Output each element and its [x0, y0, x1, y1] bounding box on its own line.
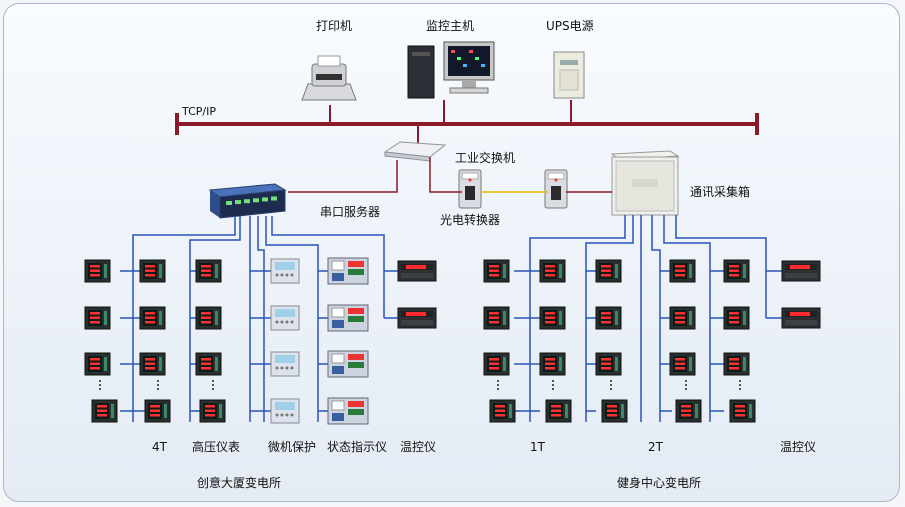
switch-links — [288, 157, 612, 193]
industrial-switch-icon — [383, 141, 447, 162]
status-indicator — [327, 397, 369, 425]
left-meter — [84, 306, 111, 330]
right-meter — [483, 306, 510, 330]
comm-box-icon — [610, 150, 680, 216]
converter-left-icon — [458, 169, 482, 209]
protection-relay — [270, 398, 300, 424]
printer-label: 打印机 — [316, 19, 353, 33]
left-col-temp: 温控仪 — [400, 440, 437, 454]
right-meter — [723, 306, 750, 330]
left-col-hv-meter: 高压仪表 — [192, 440, 241, 454]
right-meter — [723, 259, 750, 283]
right-meter — [483, 352, 510, 376]
comm-box-label: 通讯采集箱 — [690, 185, 751, 199]
right-meter — [595, 352, 622, 376]
right-meter — [595, 259, 622, 283]
temperature-controller — [397, 307, 437, 329]
temperature-controller — [397, 260, 437, 282]
left-station-wiring — [120, 216, 398, 422]
tcpip-bus — [175, 100, 759, 148]
right-meter — [595, 306, 622, 330]
monitor-host-label: 监控主机 — [426, 19, 475, 33]
right-col-1t: 1T — [530, 440, 545, 454]
protection-relay — [270, 351, 300, 377]
status-indicator — [327, 257, 369, 285]
left-col-protection: 微机保护 — [268, 440, 317, 454]
serial-server-icon — [208, 183, 287, 219]
left-meter — [139, 306, 166, 330]
right-ellipsis — [552, 380, 554, 390]
right-ellipsis — [739, 380, 741, 390]
left-col-4t: 4T — [152, 440, 167, 454]
protection-relay — [270, 258, 300, 284]
left-station-name: 创意大厦变电所 — [197, 476, 282, 490]
left-meter — [195, 306, 222, 330]
right-col-2t: 2T — [648, 440, 663, 454]
converter-label: 光电转换器 — [440, 213, 501, 227]
right-meter — [601, 399, 628, 423]
right-ellipsis — [497, 380, 499, 390]
ups-label: UPS电源 — [546, 19, 594, 33]
right-station-wiring — [514, 215, 782, 422]
switch-label: 工业交换机 — [455, 151, 516, 165]
right-meter — [489, 399, 516, 423]
ups-icon — [553, 51, 585, 99]
temperature-controller — [781, 307, 821, 329]
left-ellipsis — [99, 380, 101, 390]
left-meter — [91, 399, 118, 423]
right-ellipsis — [610, 380, 612, 390]
left-meter — [195, 259, 222, 283]
left-meter — [195, 352, 222, 376]
right-ellipsis — [685, 380, 687, 390]
right-meter — [669, 259, 696, 283]
left-meter — [84, 259, 111, 283]
left-meter — [139, 259, 166, 283]
right-station-name: 健身中心变电所 — [617, 476, 702, 490]
right-meter — [483, 259, 510, 283]
left-col-status: 状态指示仪 — [327, 440, 388, 454]
monitor-host-icon — [407, 41, 495, 99]
serial-server-label: 串口服务器 — [320, 205, 381, 219]
right-meter — [669, 306, 696, 330]
right-meter — [539, 259, 566, 283]
protection-relay — [270, 305, 300, 331]
left-meter — [84, 352, 111, 376]
printer-icon — [301, 55, 357, 101]
right-meter — [723, 352, 750, 376]
left-meter — [144, 399, 171, 423]
left-meter — [199, 399, 226, 423]
right-meter — [539, 306, 566, 330]
status-indicator — [327, 350, 369, 378]
right-meter — [545, 399, 572, 423]
left-meter — [139, 352, 166, 376]
converter-right-icon — [544, 169, 568, 209]
right-meter — [729, 399, 756, 423]
right-meter — [539, 352, 566, 376]
status-indicator — [327, 304, 369, 332]
temperature-controller — [781, 260, 821, 282]
tcpip-label: TCP/IP — [182, 105, 216, 118]
left-ellipsis — [157, 380, 159, 390]
right-col-temp: 温控仪 — [780, 440, 817, 454]
right-meter — [669, 352, 696, 376]
left-ellipsis — [212, 380, 214, 390]
right-meter — [675, 399, 702, 423]
